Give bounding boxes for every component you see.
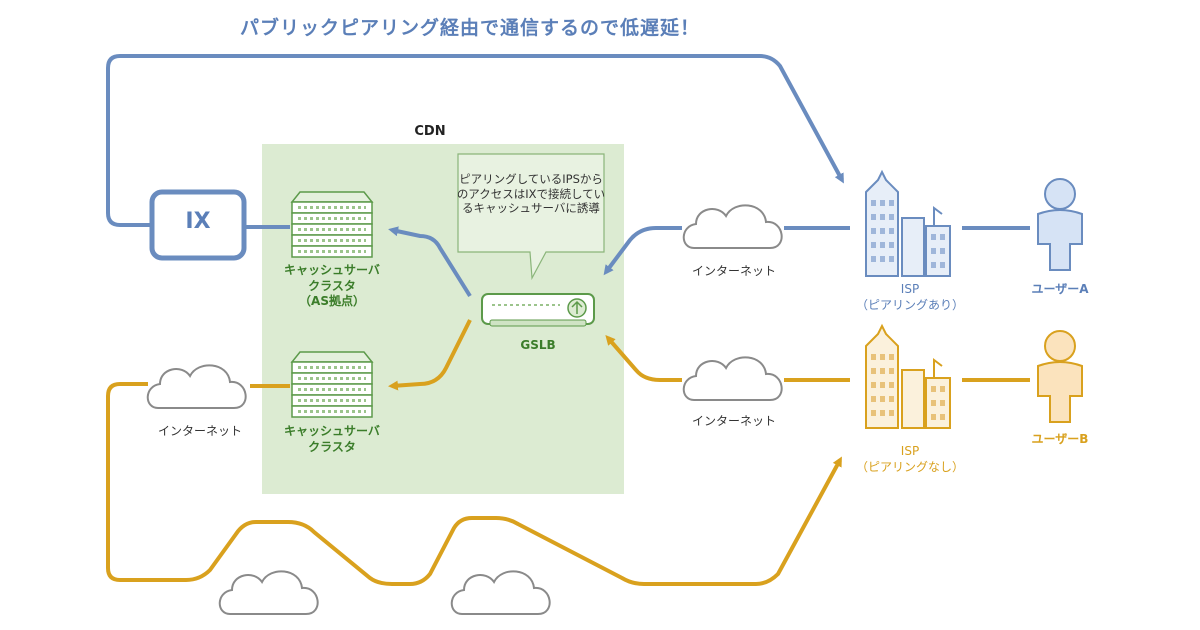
cache-server-icon — [290, 350, 374, 419]
internet-to-gslb-arrow-blue — [603, 226, 682, 276]
isp-unpeered-line2: （ピアリングなし） — [855, 459, 964, 474]
internet-label-left: インターネット — [157, 424, 242, 438]
cache-server-as-icon — [290, 190, 374, 259]
cache-cluster-as-line1: キャッシュサーバ — [284, 263, 380, 277]
user-a-icon — [1037, 178, 1083, 271]
cloud-icon-internet-blue — [682, 204, 783, 249]
cache-cluster-line1: キャッシュサーバ — [284, 424, 380, 438]
cloud-icon-bottom-2 — [450, 570, 551, 615]
isp-peered-line1: ISP — [900, 282, 920, 296]
cloud-icon-bottom-1 — [218, 570, 319, 615]
building-icon-isp-peered — [865, 169, 951, 277]
cache-cluster-as-label: キャッシュサーバ クラスタ （AS拠点） — [257, 263, 407, 310]
cache-cluster-label: キャッシュサーバ クラスタ — [257, 424, 407, 455]
cloud-icon-internet-left — [146, 364, 247, 409]
user-b-icon — [1037, 330, 1083, 423]
ix-label: IX — [185, 209, 211, 234]
user-b-label: ユーザーB — [1031, 432, 1089, 446]
isp-peered-line2: （ピアリングあり） — [855, 297, 964, 312]
cdn-title: CDN — [414, 124, 446, 139]
internet-to-gslb-arrow-gold — [605, 334, 682, 382]
ix-box — [149, 189, 247, 261]
note-text: ピアリングしているIPSからのアクセスはIXで接続しているキャッシュサーバに誘導 — [456, 172, 606, 216]
headline: パブリックピアリング経由で通信するので低遅延！ — [239, 17, 700, 39]
gslb-to-cache-arrow — [388, 319, 472, 391]
building-icon-isp-unpeered — [865, 323, 951, 429]
cache-cluster-as-line2: クラスタ — [308, 278, 356, 293]
isp-unpeered-label: ISP （ピアリングなし） — [830, 444, 990, 475]
user-a-label: ユーザーA — [1031, 282, 1089, 296]
cache-cluster-as-line3: （AS拠点） — [299, 294, 365, 309]
isp-unpeered-line1: ISP — [900, 444, 920, 458]
isp-peered-label: ISP （ピアリングあり） — [830, 282, 990, 313]
internet-label-blue: インターネット — [691, 264, 776, 278]
note-callout — [457, 153, 605, 281]
building-windows-unpeered — [871, 354, 945, 420]
cloud-icon-internet-gold — [682, 356, 783, 401]
cache-cluster-line2: クラスタ — [308, 439, 356, 454]
peering-route-line — [106, 54, 844, 227]
building-windows-peered — [871, 200, 945, 268]
gslb-device-icon — [481, 293, 595, 327]
gslb-label: GSLB — [520, 338, 556, 352]
internet-label-gold: インターネット — [691, 414, 776, 428]
long-route-line — [106, 382, 842, 586]
gslb-to-cache-as-arrow — [388, 226, 472, 298]
